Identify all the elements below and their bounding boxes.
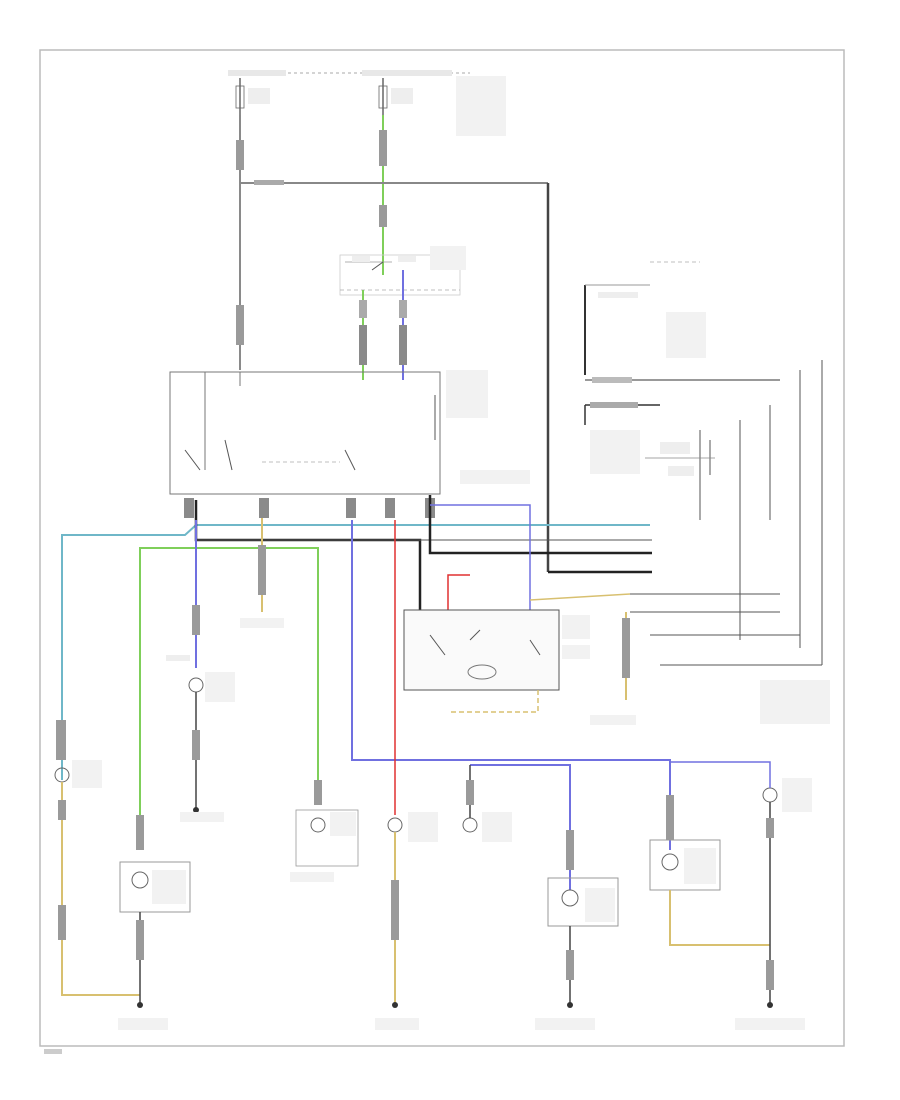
combination-switch-box bbox=[169, 370, 530, 495]
fuse-box-header bbox=[228, 70, 506, 136]
fuse-left-icon bbox=[235, 78, 270, 115]
feed-wire-left bbox=[236, 115, 244, 370]
rear-left-turn-lamp bbox=[119, 815, 191, 1008]
front-right-turn-lamp bbox=[670, 761, 812, 1008]
front-left-side-lamp bbox=[166, 605, 235, 813]
fuse-right-icon bbox=[378, 78, 413, 115]
switch-output-wires bbox=[359, 270, 407, 380]
wire-yellow-center bbox=[258, 518, 266, 612]
wire-red bbox=[394, 520, 470, 815]
turn-signal-switch[interactable] bbox=[339, 246, 466, 296]
wire-teal bbox=[61, 524, 650, 780]
diagram-border bbox=[39, 49, 845, 1047]
feed-wire-right-green bbox=[379, 115, 387, 275]
bus-top bbox=[240, 180, 550, 572]
front-left-turn-lamp bbox=[54, 720, 140, 996]
module-pins bbox=[184, 498, 435, 518]
rear-right-side-lamp bbox=[649, 795, 770, 946]
rear-right-turn-lamp bbox=[547, 830, 619, 1008]
relay-ground-wire bbox=[450, 690, 539, 713]
left-indicator-lamp bbox=[295, 780, 359, 867]
ground-labels bbox=[118, 618, 805, 1030]
right-indicator-lamp bbox=[462, 765, 512, 842]
right-side-wires bbox=[529, 261, 830, 724]
flasher-relay-box bbox=[403, 609, 590, 691]
hazard-indicator-lamp bbox=[387, 812, 438, 1008]
wire-green-left bbox=[139, 547, 319, 815]
footer-code bbox=[44, 1049, 62, 1054]
